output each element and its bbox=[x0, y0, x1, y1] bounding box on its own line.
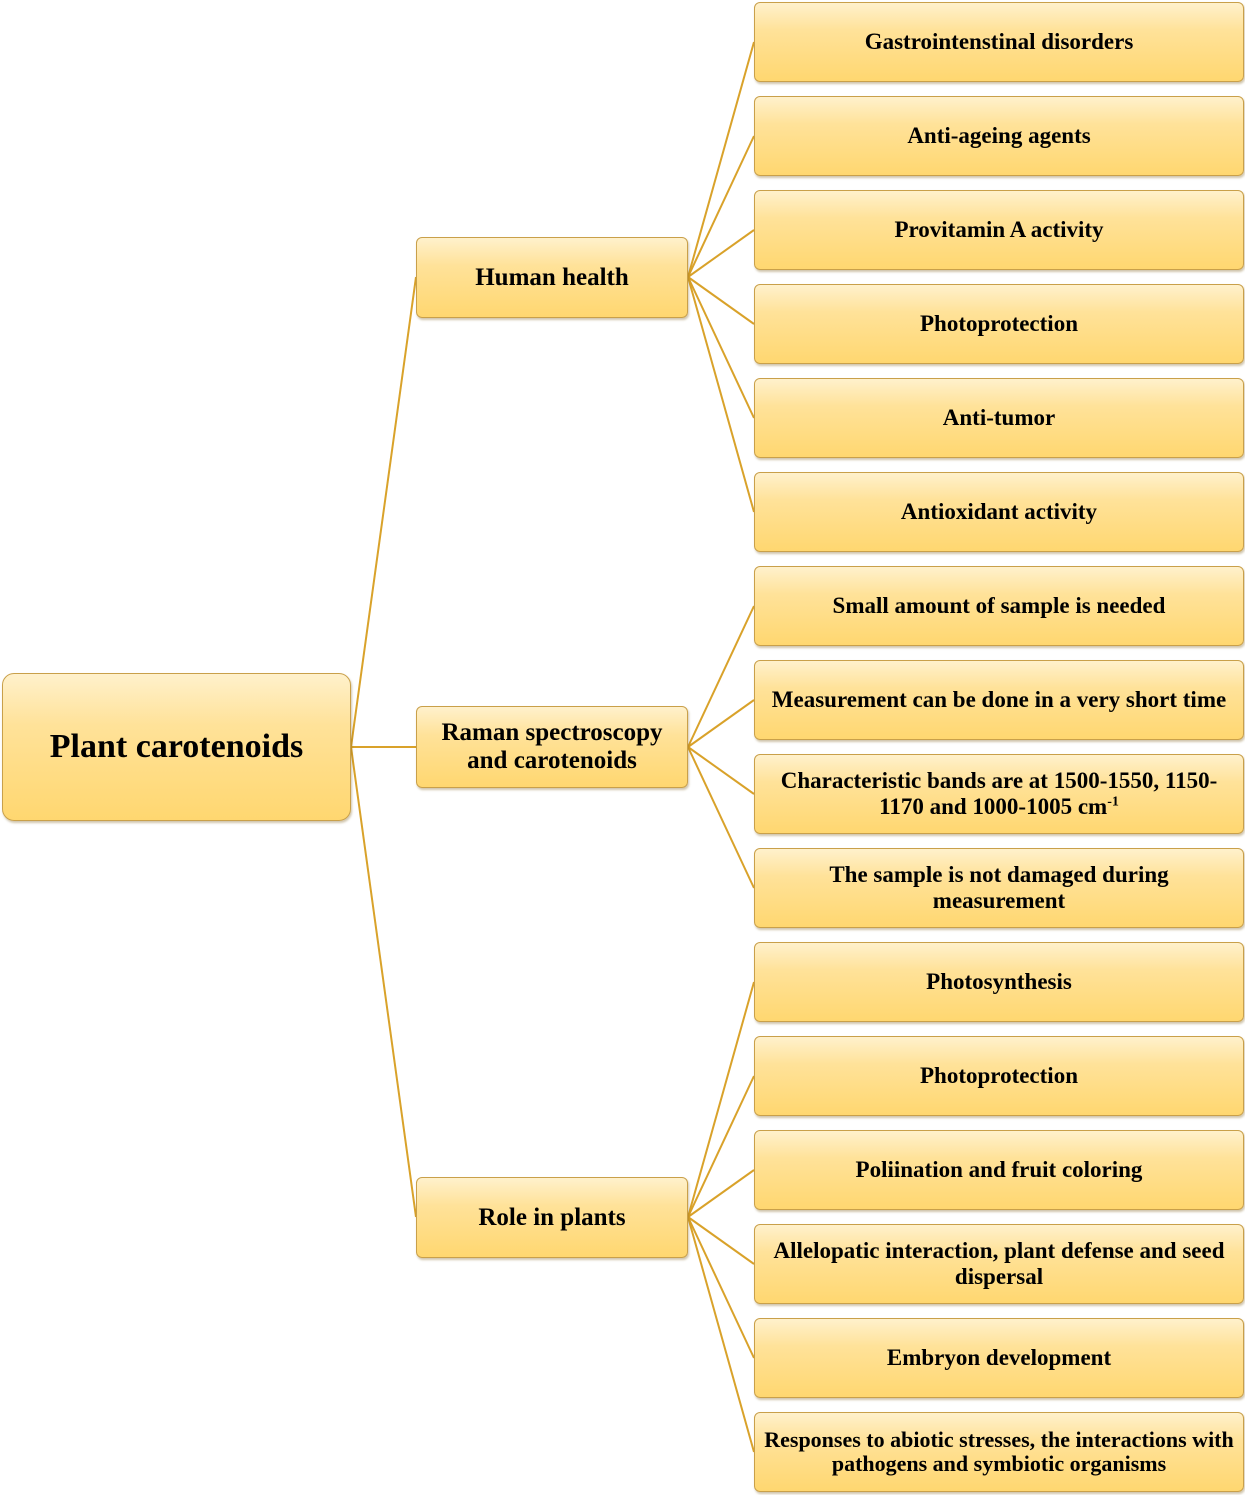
connector-line bbox=[350, 276, 417, 748]
leaf-label: Anti-ageing agents bbox=[907, 123, 1091, 149]
leaf-label: Gastrointenstinal disorders bbox=[864, 29, 1134, 55]
branch-label: Role in plants bbox=[478, 1203, 626, 1231]
leaf-label: Measurement can be done in a very short … bbox=[771, 687, 1227, 713]
connector-line bbox=[687, 229, 755, 278]
leaf-label: Responses to abiotic stresses, the inter… bbox=[764, 1427, 1234, 1476]
connector-line bbox=[687, 41, 755, 278]
leaf-node: Anti-tumor bbox=[754, 378, 1244, 458]
connector-line bbox=[687, 1216, 755, 1265]
branch-raman-spectroscopy: Raman spectroscopy and carotenoids bbox=[416, 706, 688, 788]
connector-line bbox=[687, 746, 755, 795]
connector-line bbox=[687, 276, 755, 325]
connector-line bbox=[687, 135, 755, 278]
leaf-node: Small amount of sample is needed bbox=[754, 566, 1244, 646]
leaf-node: Provitamin A activity bbox=[754, 190, 1244, 270]
branch-label: Human health bbox=[475, 263, 629, 291]
unit-superscript: -1 bbox=[1107, 794, 1119, 810]
leaf-node: Anti-ageing agents bbox=[754, 96, 1244, 176]
connector-line bbox=[687, 1216, 755, 1359]
leaf-label: Embryon development bbox=[886, 1345, 1112, 1371]
connector-line bbox=[687, 1075, 755, 1218]
leaf-node: Responses to abiotic stresses, the inter… bbox=[754, 1412, 1244, 1492]
leaf-label: Photoprotection bbox=[919, 311, 1078, 337]
leaf-label: Photosynthesis bbox=[926, 969, 1072, 995]
leaf-label-with-unit: Characteristic bands are at 1500-1550, 1… bbox=[761, 768, 1237, 820]
connector-line bbox=[350, 746, 417, 1218]
leaf-node: Measurement can be done in a very short … bbox=[754, 660, 1244, 740]
leaf-node: Embryon development bbox=[754, 1318, 1244, 1398]
leaf-label: The sample is not damaged during measure… bbox=[829, 862, 1169, 913]
leaf-node: Characteristic bands are at 1500-1550, 1… bbox=[754, 754, 1244, 834]
leaf-node: Photosynthesis bbox=[754, 942, 1244, 1022]
leaf-label: Antioxidant activity bbox=[900, 499, 1098, 525]
leaf-label: Provitamin A activity bbox=[894, 217, 1104, 243]
leaf-label: Allelopatic interaction, plant defense a… bbox=[773, 1238, 1225, 1289]
connector-line bbox=[687, 699, 755, 748]
connector-line bbox=[687, 1216, 755, 1453]
leaf-node: Poliination and fruit coloring bbox=[754, 1130, 1244, 1210]
leaf-node: Photoprotection bbox=[754, 1036, 1244, 1116]
connector-line bbox=[687, 276, 755, 513]
leaf-label: Anti-tumor bbox=[942, 405, 1056, 431]
root-label: Plant carotenoids bbox=[49, 727, 304, 765]
connector-line bbox=[687, 605, 755, 748]
leaf-node: The sample is not damaged during measure… bbox=[754, 848, 1244, 928]
branch-role-in-plants: Role in plants bbox=[416, 1177, 688, 1258]
root-node: Plant carotenoids bbox=[2, 673, 351, 821]
leaf-label: Photoprotection bbox=[919, 1063, 1078, 1089]
connector-line bbox=[687, 981, 755, 1218]
connector-line bbox=[687, 276, 755, 419]
branch-human-health: Human health bbox=[416, 237, 688, 318]
connector-line bbox=[687, 1169, 755, 1218]
leaf-node: Allelopatic interaction, plant defense a… bbox=[754, 1224, 1244, 1304]
leaf-label: Poliination and fruit coloring bbox=[855, 1157, 1143, 1183]
leaf-label: Characteristic bands are at 1500-1550, 1… bbox=[780, 768, 1218, 819]
connector-line bbox=[687, 746, 755, 889]
leaf-node: Antioxidant activity bbox=[754, 472, 1244, 552]
leaf-node: Photoprotection bbox=[754, 284, 1244, 364]
leaf-label: Small amount of sample is needed bbox=[832, 593, 1166, 619]
leaf-node: Gastrointenstinal disorders bbox=[754, 2, 1244, 82]
branch-label: Raman spectroscopy and carotenoids bbox=[441, 719, 663, 774]
